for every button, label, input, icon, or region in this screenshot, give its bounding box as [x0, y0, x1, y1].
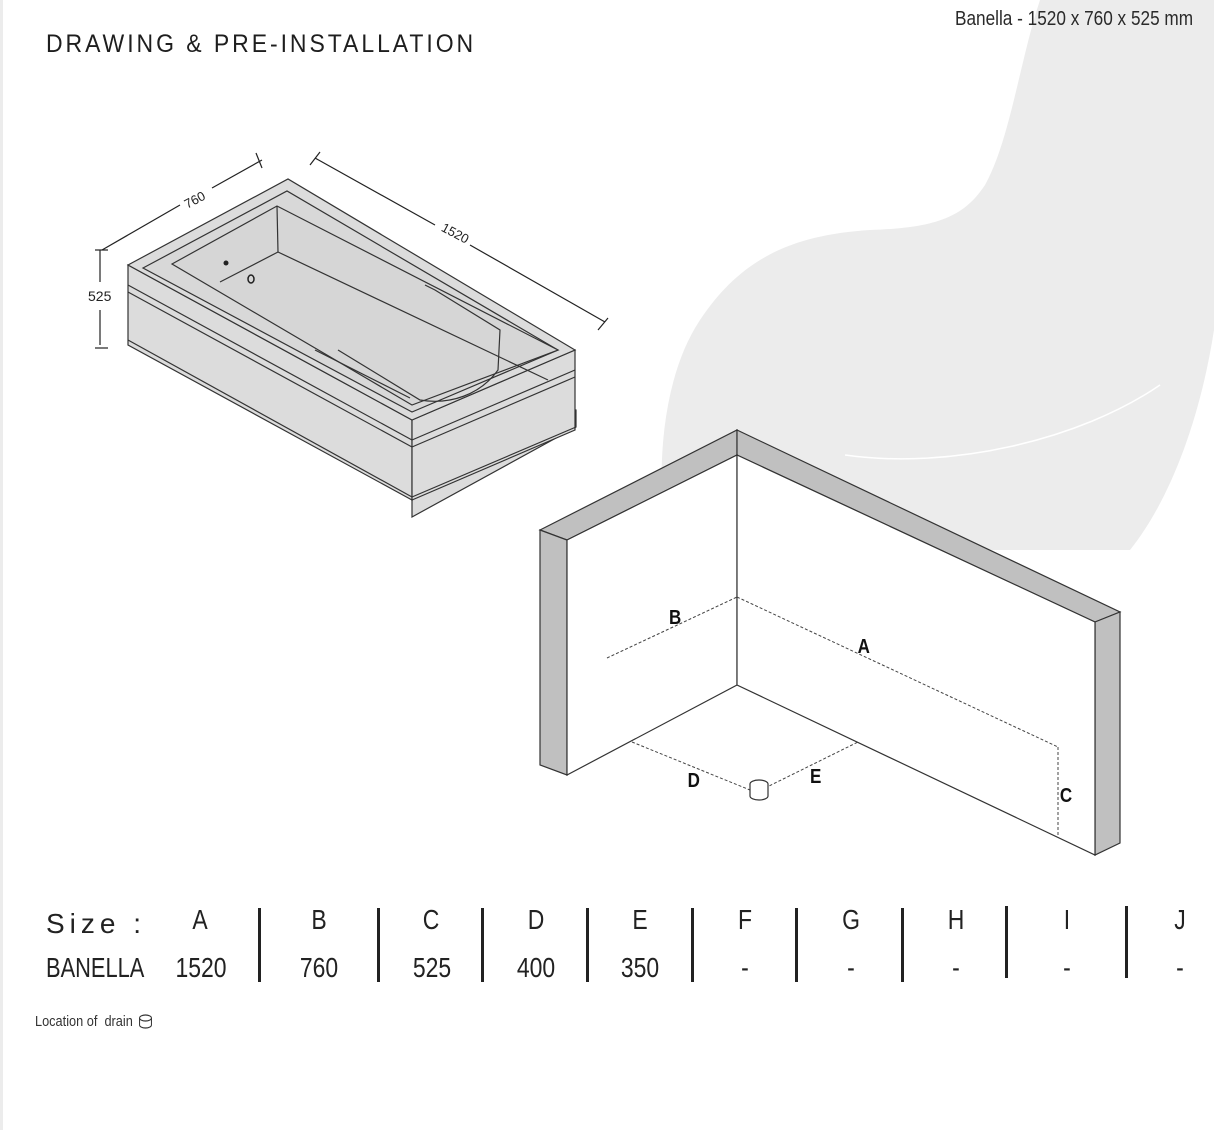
column-separator [586, 908, 589, 982]
column-value-j: - [1176, 952, 1184, 983]
model-row-label: BANELLA [46, 952, 145, 983]
drain-cylinder-icon [139, 1013, 153, 1029]
column-separator [901, 908, 904, 982]
column-separator [481, 908, 484, 982]
column-separator [691, 908, 694, 982]
column-separator [377, 908, 380, 982]
svg-text:A: A [858, 635, 870, 658]
column-value-f: - [741, 952, 749, 983]
drain-legend: Location of drain [35, 1013, 153, 1030]
column-value-a: 1520 [175, 952, 227, 983]
product-dimensions-title: Banella - 1520 x 760 x 525 mm [955, 8, 1194, 30]
legend-text: Location of drain [35, 1013, 133, 1030]
column-value-i: - [1063, 952, 1071, 983]
svg-text:B: B [669, 606, 681, 629]
column-separator [795, 908, 798, 982]
column-separator [1005, 906, 1008, 978]
height-dimension-label: 525 [88, 288, 112, 304]
column-header-c: C [422, 904, 440, 935]
column-value-c: 525 [412, 952, 452, 983]
svg-text:C: C [1060, 784, 1072, 807]
svg-text:E: E [810, 765, 821, 788]
page-title: DRAWING & PRE-INSTALLATION [46, 30, 477, 58]
column-value-g: - [847, 952, 855, 983]
column-header-g: G [842, 904, 860, 935]
column-header-j: J [1174, 904, 1186, 935]
column-value-b: 760 [299, 952, 339, 983]
page-left-border [0, 0, 3, 1130]
column-header-a: A [192, 904, 208, 935]
column-separator [1125, 906, 1128, 978]
size-row-label: Size : [46, 908, 147, 939]
column-header-d: D [527, 904, 545, 935]
column-header-i: I [1063, 904, 1071, 935]
column-value-h: - [952, 952, 960, 983]
column-header-e: E [632, 904, 648, 935]
column-value-e: 350 [620, 952, 660, 983]
column-header-b: B [311, 904, 327, 935]
column-separator [258, 908, 261, 982]
column-header-f: F [737, 904, 753, 935]
svg-text:D: D [688, 769, 700, 792]
column-value-d: 400 [516, 952, 556, 983]
size-table: Size : BANELLA A 1520 B 760 C 525 D 400 … [46, 900, 1214, 990]
column-header-h: H [947, 904, 965, 935]
